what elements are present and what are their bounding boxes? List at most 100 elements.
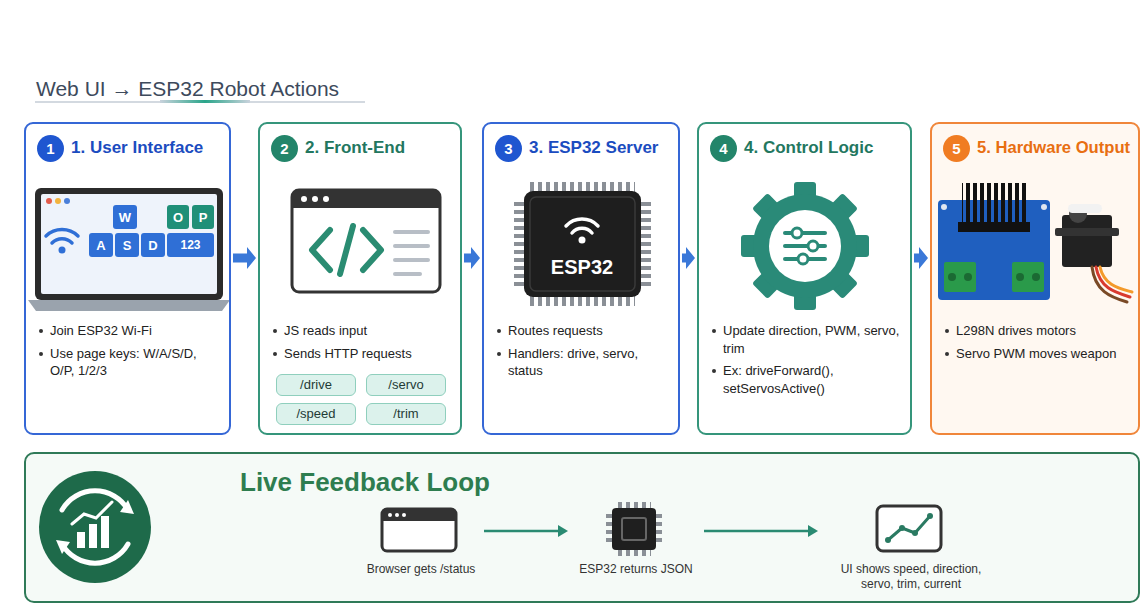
browser-icon xyxy=(382,509,456,551)
browser-code-illustration-part xyxy=(292,190,440,292)
laptop-illustration-part-part xyxy=(46,230,78,236)
motor-driver-illustration-part xyxy=(1032,273,1040,281)
servo-illustration-part-part xyxy=(1096,267,1130,297)
chip-icon-part xyxy=(617,502,651,509)
esp32-chip-illustration-part xyxy=(530,197,635,291)
flow-arrow-part xyxy=(914,247,928,269)
flow-arrow-part xyxy=(484,530,559,533)
feedback-loop-icon-part xyxy=(62,491,128,563)
feedback-band: Live Feedback LoopBrowser gets /statusES… xyxy=(24,452,1140,603)
key-label: W xyxy=(119,210,131,225)
heading-text: 3. ESP32 Server xyxy=(529,138,658,157)
bullet-text: Routes requests xyxy=(508,323,603,338)
laptop-illustration-part xyxy=(59,247,66,254)
laptop-illustration-part xyxy=(167,205,189,229)
step-number-badge: 4 xyxy=(710,135,737,162)
motor-driver-illustration-part xyxy=(944,262,976,292)
motor-driver-illustration-part xyxy=(962,183,1026,227)
chart-icon-part xyxy=(877,506,941,551)
browser-code-illustration-part-part xyxy=(312,230,330,270)
laptop-illustration-part xyxy=(28,300,230,311)
bullet-point: Handlers: drive, servo, status xyxy=(508,345,670,380)
step-number-badge: 1 xyxy=(37,135,64,162)
bullet-point: Ex: driveForward(), setServosActive() xyxy=(723,362,902,397)
step-heading: 4. Control Logic xyxy=(744,138,873,158)
feedback-loop-icon-part xyxy=(72,502,112,524)
motor-driver-illustration-part xyxy=(964,273,972,281)
key-label: 123 xyxy=(180,238,200,252)
gear-illustration-part-part xyxy=(753,194,857,298)
flow-arrow xyxy=(484,525,568,537)
motor-driver-illustration-part xyxy=(958,222,1030,232)
label-text: ESP32 xyxy=(551,256,613,278)
feedback-caption: UI shows speed, direction, servo, trim, … xyxy=(826,562,996,592)
chart-icon-part-part xyxy=(885,537,891,543)
browser-code-illustration-part xyxy=(323,196,329,202)
flow-arrow-part xyxy=(704,530,809,533)
endpoint-text: /speed xyxy=(296,406,335,421)
step-heading: 3. ESP32 Server xyxy=(529,138,658,158)
servo-illustration-part-part xyxy=(1100,267,1132,292)
title-underline-part xyxy=(35,101,365,103)
step-panel: 55. Hardware OutputL298N drives motorsSe… xyxy=(930,122,1140,435)
gear-illustration-part-part xyxy=(808,241,818,251)
browser-code-illustration-part-part xyxy=(395,244,428,248)
feedback-caption: ESP32 returns JSON xyxy=(576,562,696,577)
browser-code-illustration-part-part xyxy=(395,258,428,262)
feedback-step: UI shows speed, direction, servo, trim, … xyxy=(826,506,996,598)
gear-illustration-part xyxy=(741,182,869,310)
laptop-illustration-part xyxy=(192,205,214,229)
esp32-chip-illustration xyxy=(514,182,651,306)
bullet-text: Use page keys: W/A/S/D, O/P, 1/2/3 xyxy=(50,346,197,379)
motor-driver-illustration-part xyxy=(1016,273,1024,281)
key-label: P xyxy=(199,210,208,225)
feedback-loop-icon xyxy=(39,471,151,583)
flow-arrow xyxy=(704,525,818,537)
laptop-illustration-part xyxy=(64,198,70,204)
step-heading: 5. Hardware Output xyxy=(977,138,1130,158)
heading-text: 2. Front-End xyxy=(305,138,405,157)
bullet-text: Ex: driveForward(), setServosActive() xyxy=(723,363,834,396)
browser-icon-part xyxy=(402,513,406,517)
flow-arrow-part xyxy=(808,525,818,537)
laptop-illustration-part xyxy=(46,198,52,204)
gear-illustration-part-part xyxy=(792,228,802,238)
feedback-loop-icon-part-part xyxy=(77,532,85,548)
key-label: S xyxy=(123,238,132,253)
step-number: 2 xyxy=(280,140,288,157)
chart-icon-part-part xyxy=(899,525,905,531)
endpoint-text: /servo xyxy=(388,377,423,392)
bullet-text: Update direction, PWM, servo, trim xyxy=(723,323,899,356)
caption-text: UI shows speed, direction, servo, trim, … xyxy=(841,562,982,591)
esp32-chip-illustration-part xyxy=(579,237,586,244)
browser-code-illustration-part-part xyxy=(363,230,381,270)
chip-icon xyxy=(606,502,662,556)
browser-icon-part xyxy=(382,509,456,521)
step-number-badge: 3 xyxy=(495,135,522,162)
panel-tint xyxy=(25,123,1139,601)
feedback-step: Browser gets /status xyxy=(366,506,476,598)
browser-code-illustration-part xyxy=(312,226,381,274)
label-text: D xyxy=(148,238,157,253)
flow-arrow-part xyxy=(233,247,256,269)
step-panel: 3 3. ESP32 ServerRoutes requestsHandlers:… xyxy=(482,122,680,435)
bullet-text: Join ESP32 Wi-Fi xyxy=(50,323,152,338)
bullet-text: JS reads input xyxy=(284,323,367,338)
bullet-point: Servo PWM moves weapon xyxy=(956,345,1130,363)
heading-text: 5. Hardware Output xyxy=(977,138,1130,157)
step-panel: 22. Front-EndJS reads inputSends HTTP re… xyxy=(258,122,462,435)
servo-illustration xyxy=(1055,204,1132,302)
laptop-illustration-part xyxy=(89,233,113,257)
key-label: O xyxy=(173,210,183,225)
browser-code-illustration-part-part xyxy=(395,272,420,276)
gear-illustration-part xyxy=(769,210,841,282)
feedback-step: ESP32 returns JSON xyxy=(576,506,696,598)
browser-icon-part xyxy=(388,513,392,517)
step-number: 3 xyxy=(504,140,512,157)
chart-icon xyxy=(877,506,941,551)
chip-icon-part xyxy=(622,518,646,540)
laptop-illustration-part xyxy=(41,194,217,294)
key-label: A xyxy=(96,238,105,253)
motor-driver-illustration-part xyxy=(941,204,947,210)
endpoint-text: /drive xyxy=(300,377,332,392)
